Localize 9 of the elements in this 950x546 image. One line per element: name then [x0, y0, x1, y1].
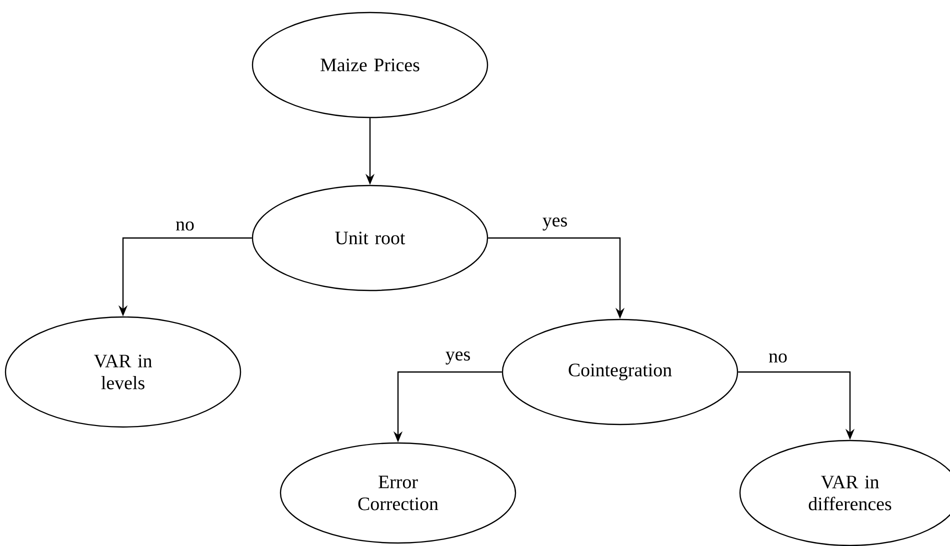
edge-label: no: [174, 220, 196, 232]
edge-label: yes: [541, 216, 569, 232]
edge-label: no: [768, 352, 788, 364]
ellipse-node: Error Correction: [280, 442, 516, 544]
edge-label: yes: [444, 350, 472, 366]
ellipse-node: VAR in levels: [4, 316, 242, 428]
ellipse-node: Maize Prices: [252, 12, 488, 118]
ellipse-node: Unit root: [252, 184, 488, 292]
ellipse-node: Cointegration: [502, 318, 738, 426]
